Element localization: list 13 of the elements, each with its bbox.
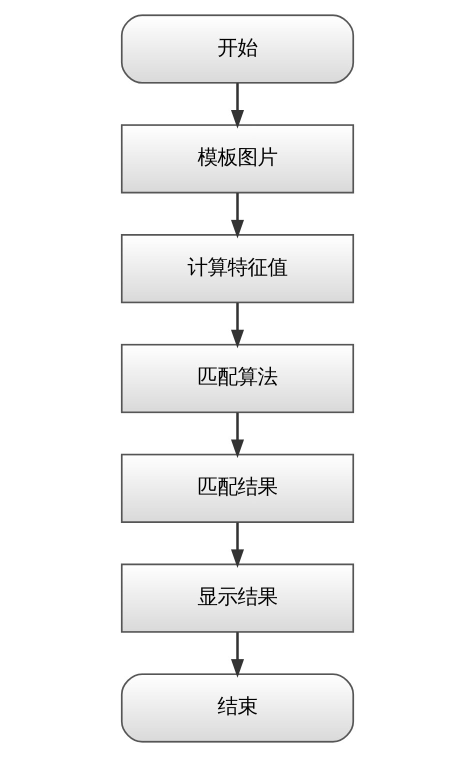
arrow: [230, 632, 244, 678]
arrow: [230, 412, 244, 458]
arrow: [230, 302, 244, 348]
node-box: 计算特征值: [120, 234, 354, 304]
node-box: 开始: [120, 14, 354, 84]
node-box: 匹配算法: [120, 344, 354, 414]
node-box: 结束: [120, 673, 354, 743]
node-box: 模板图片: [120, 124, 354, 194]
node-box: 匹配结果: [120, 454, 354, 523]
node-box: 显示结果: [120, 564, 354, 633]
arrow: [230, 522, 244, 568]
arrow: [230, 193, 244, 238]
arrow: [230, 83, 244, 129]
